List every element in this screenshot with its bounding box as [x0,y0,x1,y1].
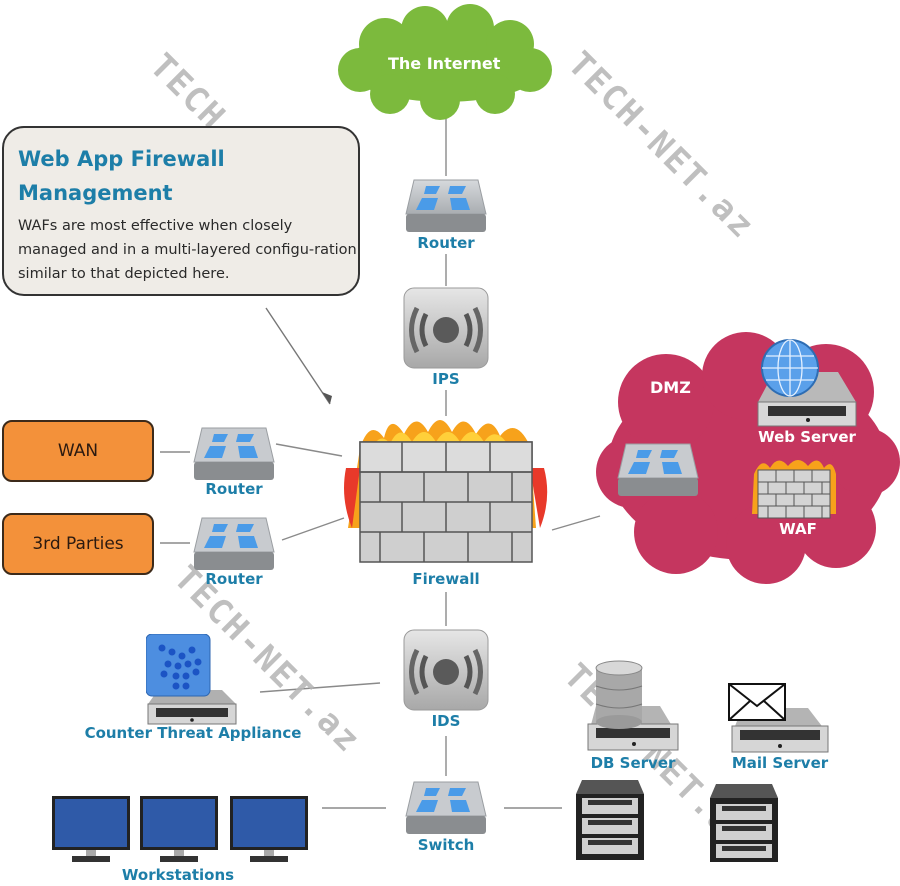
waf-icon [752,460,836,519]
mail-server[interactable] [728,682,832,758]
mail-server-label: Mail Server [731,754,829,772]
ips-device[interactable] [402,286,490,374]
ids-device[interactable] [402,628,490,716]
router-dmz[interactable] [616,440,700,504]
router-wan[interactable] [192,424,276,488]
link-firewall-dmz [551,515,601,531]
sensor-icon [403,287,489,369]
waf-device[interactable] [748,454,838,524]
info-callout: Web App Firewall Management WAFs are mos… [2,126,360,296]
switch-icon [405,781,487,834]
db-server-label: DB Server [590,754,676,772]
router-third-parties-label: Router [205,570,263,588]
wan-box[interactable]: WAN [2,420,154,482]
third-parties-label: 3rd Parties [32,534,124,554]
router-wan-label: Router [205,480,263,498]
dmz-label: DMZ [650,378,691,397]
workstations-label: Workstations [121,866,235,884]
internet-cloud[interactable]: The Internet [330,4,560,126]
callout-title: Web App Firewall Management [18,147,225,205]
third-parties-box[interactable]: 3rd Parties [2,513,154,575]
router-icon [193,517,275,570]
switch-label: Switch [417,836,475,854]
web-server-label: Web Server [758,428,856,446]
mail-server-icon [728,683,829,753]
rack-server-icon [576,780,644,860]
monitor-icon [52,796,130,862]
sensor-icon [403,629,489,711]
db-server[interactable] [586,660,682,756]
firewall-icon [344,420,548,563]
rack-server[interactable] [574,778,646,866]
rack-server-icon [710,784,778,862]
callout-body: WAFs are most effective when closely man… [18,218,357,282]
callout-arrowhead [322,392,332,404]
database-icon [595,660,643,729]
web-server-icon [757,339,857,427]
link-router-firewall-2 [281,517,345,541]
monitors-icon [52,796,308,862]
counter-threat-appliance[interactable] [145,633,238,730]
ids-label: IDS [431,712,461,730]
envelope-icon [728,683,786,721]
firewall-device[interactable] [340,408,552,572]
firewall-label: Firewall [412,570,480,588]
callout-pointer [265,307,331,405]
router-top-label: Router [417,234,475,252]
web-server[interactable] [752,338,858,432]
rack-server[interactable] [708,782,780,868]
waf-label: WAF [779,520,817,538]
router-top[interactable] [404,176,488,240]
router-icon [405,179,487,232]
internet-label: The Internet [388,54,501,73]
router-icon [617,443,699,496]
db-server-icon [587,660,679,751]
workstations[interactable] [52,794,310,870]
cloud-icon [338,4,552,120]
ips-label: IPS [432,370,460,388]
switch-device[interactable] [404,778,488,842]
link-router-firewall-1 [275,443,343,457]
link-cta-ids [259,682,381,693]
router-icon [193,427,275,480]
wan-label: WAN [57,441,99,461]
router-third-parties[interactable] [192,514,276,578]
cta-icon [145,633,237,725]
counter-threat-label: Counter Threat Appliance [84,724,302,742]
